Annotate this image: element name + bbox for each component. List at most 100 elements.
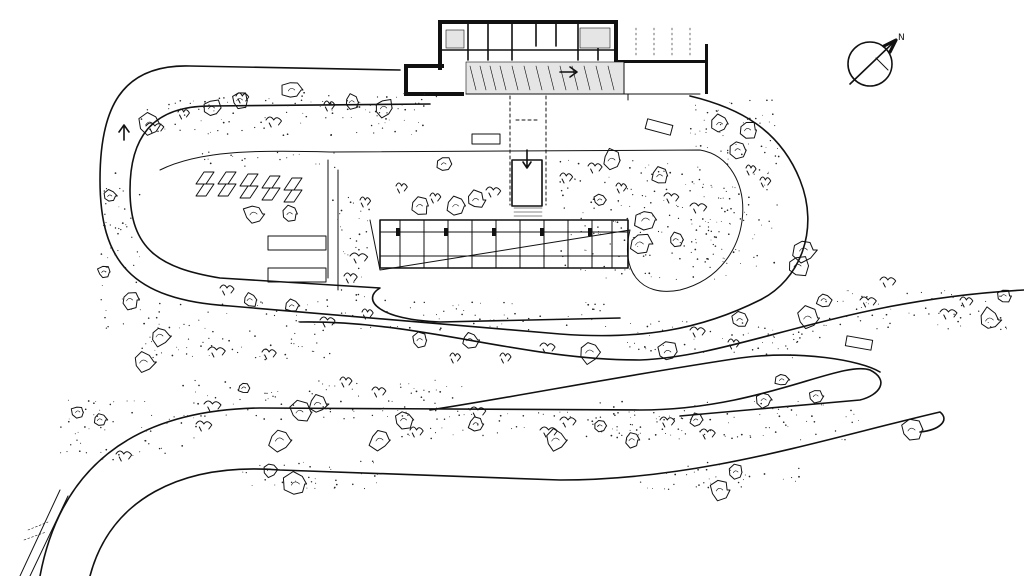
- bench-icon: [644, 118, 674, 136]
- shrub-icon: [409, 426, 424, 438]
- tree-icon: [546, 428, 568, 452]
- tree-icon: [467, 416, 485, 432]
- car-park: [195, 159, 339, 291]
- tree-icon: [580, 342, 602, 365]
- shrub-icon: [319, 316, 336, 328]
- tree-icon: [630, 233, 654, 254]
- shrub-icon: [539, 342, 556, 354]
- tree-icon: [308, 394, 330, 413]
- tree-icon: [594, 420, 608, 433]
- shrub-icon: [587, 162, 603, 174]
- tree-icon: [809, 390, 825, 404]
- road-arrow-icon: [118, 124, 130, 141]
- bench-icon: [844, 335, 874, 351]
- shrub-icon: [485, 186, 502, 198]
- shrub-icon: [559, 416, 577, 428]
- north-arrow-icon: N: [847, 33, 905, 87]
- shrub-icon: [349, 252, 369, 264]
- shrub-icon: [499, 352, 512, 364]
- main-building: [404, 20, 708, 101]
- shrub-icon: [689, 202, 708, 214]
- parking-wing: [379, 219, 629, 269]
- shrub-icon: [469, 406, 487, 418]
- tree-icon: [711, 113, 729, 133]
- tree-icon: [97, 265, 111, 279]
- tree-icon: [436, 157, 453, 171]
- tree-icon: [634, 211, 658, 231]
- tree-icon: [729, 141, 747, 160]
- shrub-icon: [939, 308, 958, 320]
- tree-icon: [282, 204, 298, 222]
- shrub-icon: [727, 338, 741, 350]
- tree-icon: [731, 311, 749, 327]
- tree-icon: [375, 99, 393, 119]
- tree-icon: [625, 432, 641, 449]
- tree-icon: [797, 305, 820, 330]
- shrub-icon: [361, 308, 374, 320]
- tree-icon: [739, 121, 757, 139]
- tree-icon: [103, 189, 118, 202]
- tree-icon: [281, 82, 304, 98]
- tree-icon: [603, 147, 621, 171]
- shrub-icon: [663, 192, 680, 204]
- shrub-icon: [343, 272, 358, 284]
- tree-icon: [237, 382, 251, 393]
- tree-icon: [232, 92, 248, 110]
- north-label: N: [898, 33, 905, 43]
- tree-icon: [593, 193, 607, 206]
- tree-icon: [134, 351, 157, 373]
- tree-icon: [446, 195, 466, 216]
- vegetation: [70, 82, 1012, 502]
- shrub-icon: [195, 420, 213, 432]
- tree-icon: [789, 256, 810, 277]
- tree-icon: [412, 331, 428, 349]
- access-road: [19, 65, 1024, 576]
- tree-icon: [203, 99, 222, 116]
- tree-icon: [93, 413, 109, 426]
- tree-icon: [901, 418, 924, 441]
- tree-icon: [244, 292, 258, 307]
- central-walkway: [509, 95, 547, 217]
- shrub-icon: [235, 92, 250, 104]
- shrub-icon: [539, 426, 558, 438]
- shrub-icon: [429, 192, 442, 204]
- tree-icon: [755, 392, 773, 409]
- tree-icon: [285, 298, 301, 312]
- shrub-icon: [207, 346, 226, 358]
- tree-icon: [468, 189, 487, 208]
- shrub-icon: [395, 182, 408, 194]
- shrub-icon: [879, 276, 897, 288]
- shrub-icon: [659, 416, 676, 428]
- shrub-icon: [559, 172, 574, 184]
- shrub-icon: [449, 352, 462, 364]
- tree-icon: [263, 463, 279, 479]
- bench-icon: [471, 133, 501, 145]
- shrub-icon: [219, 284, 235, 296]
- tree-icon: [268, 429, 293, 453]
- tree-icon: [368, 430, 391, 452]
- benches: [471, 118, 874, 351]
- shrub-icon: [265, 116, 282, 128]
- tree-icon: [709, 479, 731, 502]
- entry-arrow-icon: [559, 66, 578, 78]
- tree-icon: [395, 411, 415, 430]
- shrub-icon: [339, 376, 353, 388]
- shrub-icon: [177, 108, 190, 120]
- tree-icon: [774, 374, 791, 386]
- shrub-icon: [759, 176, 772, 188]
- shrub-icon: [371, 386, 387, 398]
- ground-stipple: [60, 91, 1007, 490]
- tree-icon: [815, 293, 833, 308]
- tree-icon: [792, 240, 818, 264]
- tree-icon: [689, 412, 704, 427]
- shrub-icon: [689, 326, 706, 338]
- tree-icon: [122, 292, 140, 311]
- tree-icon: [345, 93, 360, 110]
- tree-icon: [728, 463, 743, 480]
- shrub-icon: [615, 182, 628, 194]
- tree-icon: [657, 341, 678, 361]
- tree-icon: [152, 327, 172, 348]
- tree-icon: [70, 406, 84, 419]
- tree-icon: [242, 205, 266, 224]
